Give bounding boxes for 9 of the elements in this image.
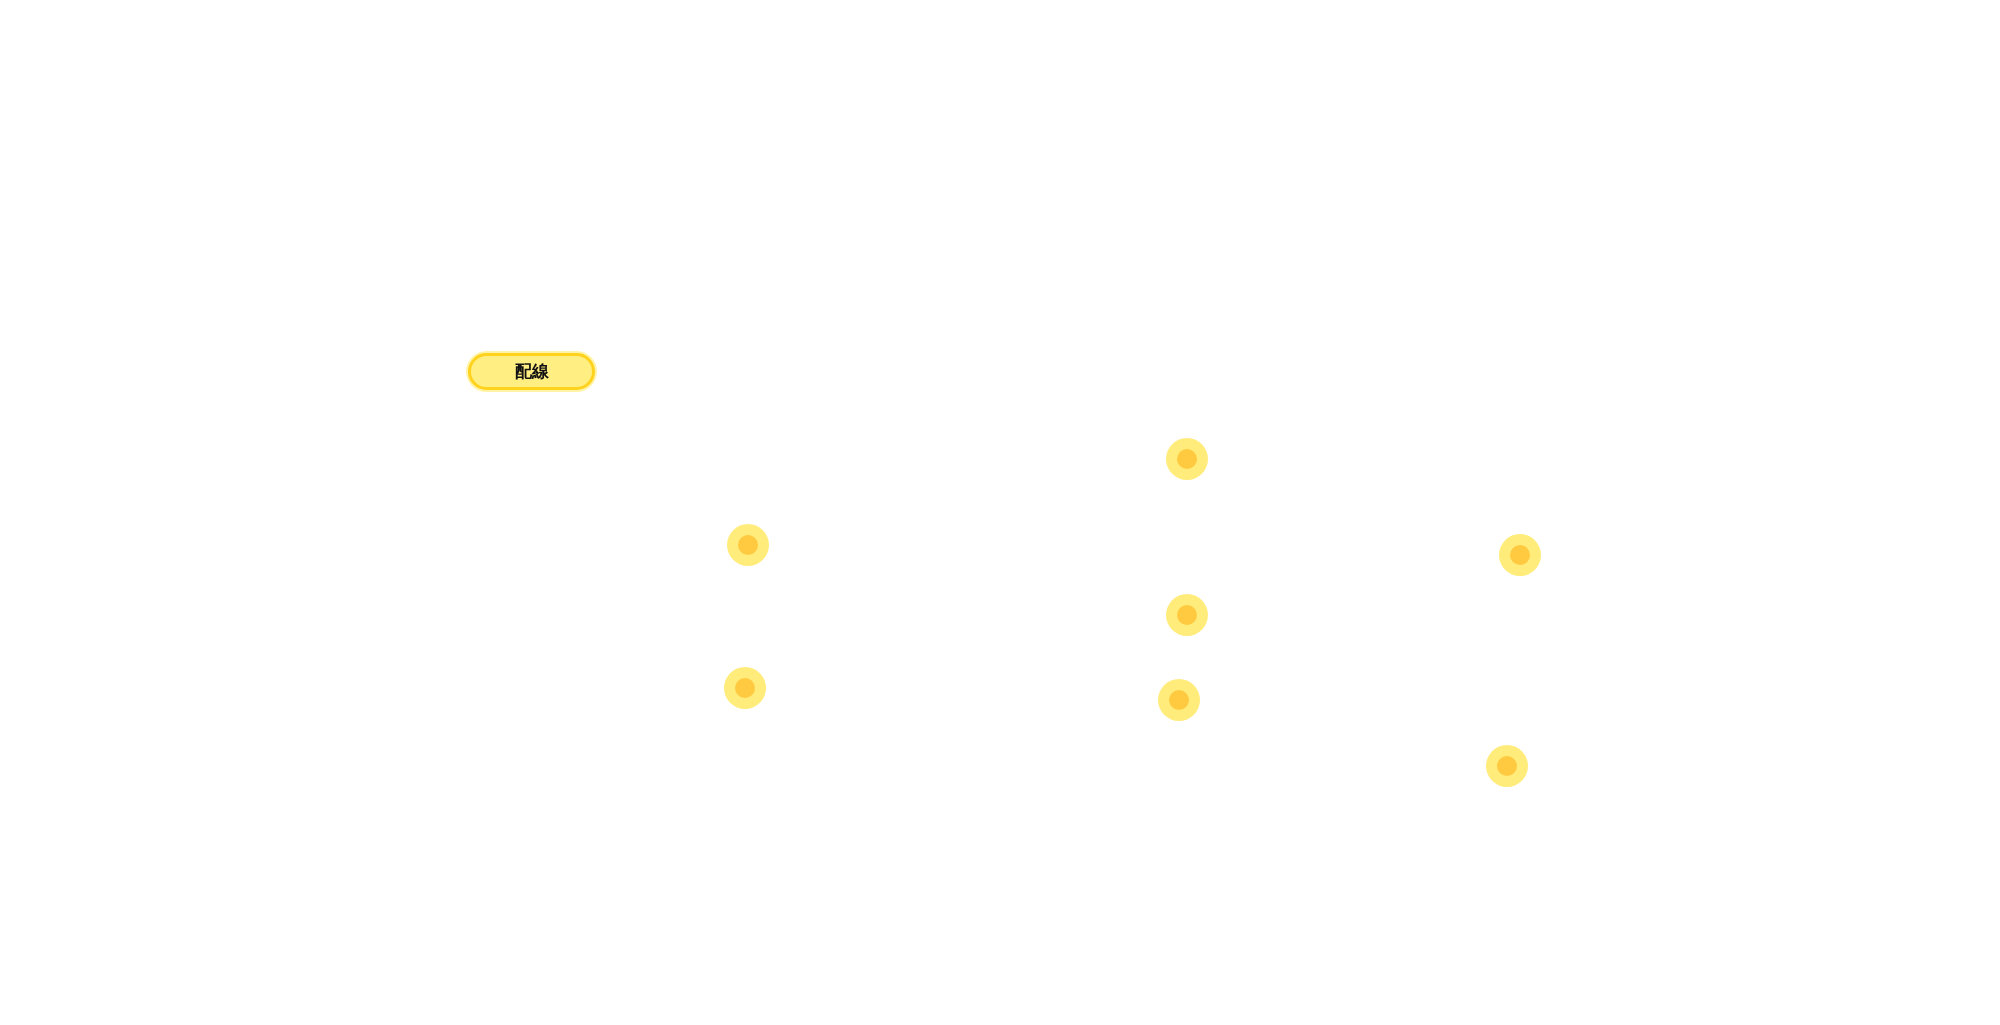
pill-label: 配線 xyxy=(514,360,549,383)
hotspot-marker xyxy=(1486,745,1528,787)
label-pill xyxy=(468,353,595,390)
hotspot-marker xyxy=(727,524,769,566)
hotspot-marker xyxy=(1158,679,1200,721)
hotspot-marker xyxy=(1499,534,1541,576)
hotspot-marker xyxy=(1166,438,1208,480)
hotspot-marker xyxy=(1166,594,1208,636)
hotspot-marker xyxy=(724,667,766,709)
